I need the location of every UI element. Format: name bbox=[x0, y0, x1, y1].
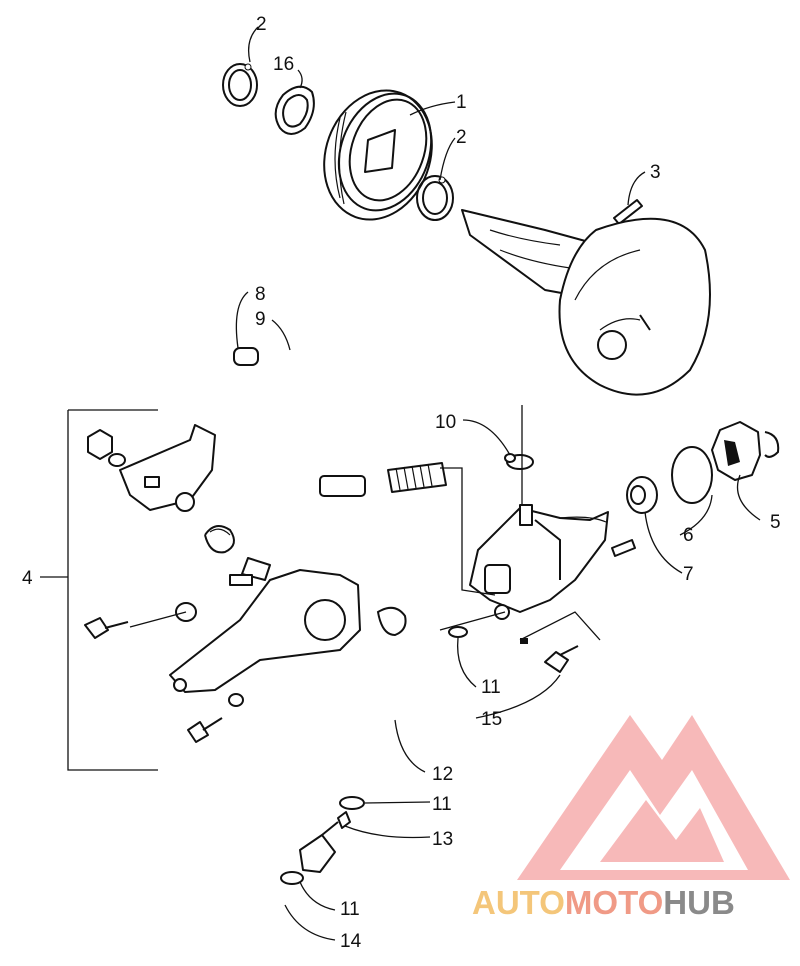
snap-ring-right bbox=[416, 175, 454, 221]
callout-13: 13 bbox=[432, 829, 453, 850]
dowel-pin bbox=[611, 539, 636, 557]
callout-6: 6 bbox=[683, 525, 694, 546]
callout-14: 14 bbox=[340, 931, 362, 952]
callout-10: 10 bbox=[435, 412, 456, 433]
pump-shaft-housing bbox=[461, 209, 711, 396]
vent-hose bbox=[280, 313, 527, 410]
clamp-11-upper bbox=[448, 626, 468, 638]
callout-11-mid: 11 bbox=[432, 794, 452, 815]
lever-assembly bbox=[40, 409, 407, 771]
callouts: 2 16 1 2 3 8 9 10 4 5 6 7 11 15 12 11 13… bbox=[22, 14, 781, 952]
watermark-hub: HUB bbox=[663, 884, 735, 921]
drive-gear bbox=[711, 421, 780, 481]
callout-16: 16 bbox=[273, 54, 294, 75]
plunger-spring bbox=[319, 462, 447, 497]
sleeve bbox=[233, 347, 259, 366]
oil-hose-14 bbox=[14, 889, 291, 934]
clamp-10 bbox=[504, 453, 534, 470]
callout-7: 7 bbox=[683, 564, 694, 585]
callout-11-lower: 11 bbox=[340, 899, 360, 920]
oil-pump-body bbox=[469, 504, 609, 644]
clamp-11-mid bbox=[339, 796, 365, 810]
callout-12: 12 bbox=[432, 764, 453, 785]
callout-5: 5 bbox=[770, 512, 781, 533]
callout-11-upper: 11 bbox=[481, 677, 501, 698]
pump-pulley bbox=[323, 89, 433, 221]
callout-3: 3 bbox=[650, 162, 661, 183]
callout-2-right: 2 bbox=[456, 127, 467, 148]
callout-15: 15 bbox=[481, 709, 502, 730]
callout-2-top: 2 bbox=[256, 14, 267, 35]
leader-lines bbox=[129, 26, 761, 941]
pin bbox=[613, 199, 643, 225]
screw bbox=[544, 645, 579, 673]
snap-ring-top bbox=[222, 63, 258, 107]
o-ring bbox=[671, 446, 713, 504]
clamp-11-lower bbox=[280, 871, 304, 885]
wave-washer bbox=[274, 85, 315, 135]
watermark-brand: AUTOMOTOHUB bbox=[472, 884, 735, 921]
oil-hose-12 bbox=[354, 649, 426, 794]
watermark-moto: MOTO bbox=[565, 884, 663, 921]
check-valve bbox=[299, 811, 351, 873]
callout-9: 9 bbox=[255, 309, 266, 330]
watermark-logo bbox=[517, 715, 790, 880]
callout-4: 4 bbox=[22, 568, 33, 589]
callout-1: 1 bbox=[456, 92, 467, 113]
callout-8: 8 bbox=[255, 284, 266, 305]
watermark-auto: AUTO bbox=[472, 884, 565, 921]
bearing bbox=[626, 476, 658, 514]
